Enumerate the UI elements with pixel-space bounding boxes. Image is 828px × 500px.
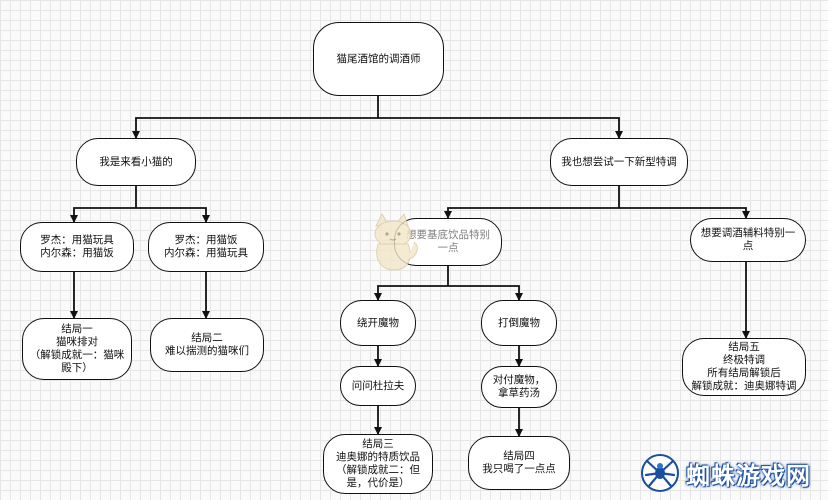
spider-logo-icon: [641, 454, 679, 492]
node-branch-b-label: 罗杰：用猫饭 内尔森：用猫玩具: [164, 234, 248, 259]
node-choice-drink-label: 我也想尝试一下新型特调: [561, 155, 677, 168]
node-root: 猫尾酒馆的调酒师: [313, 22, 444, 96]
node-ending-2-label: 结局二 难以揣测的猫咪们: [165, 332, 249, 357]
watermark-text: 蜘蛛游戏网: [686, 461, 811, 490]
edge-root-to-drink: [378, 117, 623, 139]
edge-drink-to-base: [444, 207, 619, 219]
node-choice-drink: 我也想尝试一下新型特调: [550, 138, 688, 186]
edge-root-to-cats: [132, 117, 378, 139]
node-ending-3-label: 结局三 迪奥娜的特质饮品 （解锁成就二：但是，代价是）: [336, 438, 420, 489]
edge-cats-to-a: [70, 207, 136, 223]
node-bypass-monster-label: 绕开魔物: [357, 316, 399, 329]
node-root-label: 猫尾酒馆的调酒师: [336, 52, 421, 65]
edge-cats-to-b: [136, 207, 210, 223]
edge-drink-to-aux: [619, 207, 750, 219]
node-ending-1-label: 结局一 猫咪排对 （解锁成就一：猫咪殿下）: [29, 323, 125, 374]
node-ending-5: 结局五 终极特调 所有结局解锁后 解锁成就：迪奥娜特调: [682, 338, 806, 396]
node-branch-a-label: 罗杰：用猫玩具 内尔森：用猫饭: [40, 234, 114, 259]
edge-base-to-bypass: [374, 285, 448, 301]
node-ending-1: 结局一 猫咪排对 （解锁成就一：猫咪殿下）: [22, 318, 132, 380]
node-drink-special-label: 想要基底饮品特别一点: [406, 229, 490, 254]
node-drink-special: 想要基底饮品特别一点: [394, 218, 502, 266]
node-fight-monster: 对付魔物，拿草药汤: [481, 366, 557, 408]
node-bypass-monster: 绕开魔物: [340, 300, 416, 346]
node-ending-3: 结局三 迪奥娜的特质饮品 （解锁成就二：但是，代价是）: [323, 434, 433, 494]
node-ending-4-label: 结局四 我只喝了一点点: [482, 450, 556, 475]
node-ending-4: 结局四 我只喝了一点点: [468, 436, 570, 490]
node-ending-2: 结局二 难以揣测的猫咪们: [150, 318, 264, 372]
node-branch-b: 罗杰：用猫饭 内尔森：用猫玩具: [148, 222, 264, 272]
node-branch-a: 罗杰：用猫玩具 内尔森：用猫饭: [20, 222, 134, 272]
node-defeat-monster-label: 打倒魔物: [498, 316, 540, 329]
node-choice-cats-label: 我是来看小猫的: [99, 155, 173, 168]
cat-doodle-icon: [374, 212, 418, 271]
node-defeat-monster: 打倒魔物: [481, 300, 557, 346]
node-ask-dupalov: 问问杜拉夫: [340, 366, 416, 406]
node-ending-5-label: 结局五 终极特调 所有结局解锁后 解锁成就：迪奥娜特调: [691, 341, 797, 392]
watermark: 蜘蛛游戏网: [640, 450, 825, 496]
node-aux-special-label: 想要调酒辅料特别一点: [700, 227, 796, 252]
node-fight-monster-label: 对付魔物，拿草药汤: [492, 374, 546, 399]
node-choice-cats: 我是来看小猫的: [76, 138, 196, 186]
node-ask-dupalov-label: 问问杜拉夫: [351, 379, 405, 392]
node-aux-special: 想要调酒辅料特别一点: [690, 218, 806, 262]
edge-base-to-defeat: [448, 285, 523, 301]
